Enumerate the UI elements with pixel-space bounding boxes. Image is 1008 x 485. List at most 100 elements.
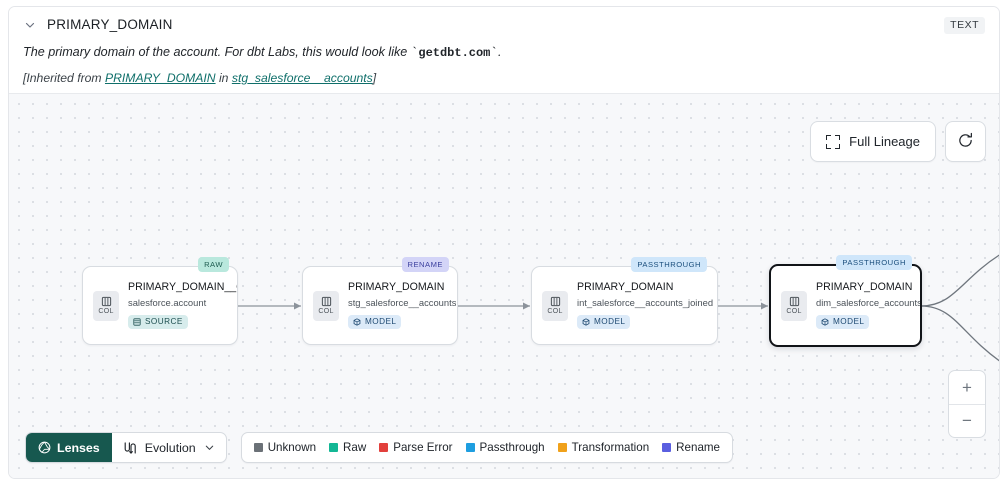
col-badge-label: COL xyxy=(318,308,334,315)
description-code: getdbt.com xyxy=(418,46,491,60)
node-1-column: PRIMARY_DOMAIN__C xyxy=(128,280,237,293)
cube-icon xyxy=(582,317,590,326)
inherited-middle: in xyxy=(215,71,232,85)
column-type-badge: TEXT xyxy=(944,17,985,34)
node-3-column: PRIMARY_DOMAIN xyxy=(577,280,674,293)
node-2-kind-label: MODEL xyxy=(365,316,397,326)
canvas-top-controls: Full Lineage xyxy=(810,121,986,162)
column-icon xyxy=(789,296,799,307)
lineage-canvas[interactable]: Full Lineage + − xyxy=(9,93,999,478)
expand-icon xyxy=(826,134,841,149)
node-4-body: PRIMARY_DOMAIN dim_salesforce_accounts M… xyxy=(807,281,920,331)
node-1-table: salesforce.account xyxy=(128,296,207,308)
legend-label: Transformation xyxy=(571,441,650,454)
legend-swatch xyxy=(662,443,672,452)
legend-swatch xyxy=(329,443,339,452)
lineage-edges xyxy=(238,254,999,362)
node-2-column: PRIMARY_DOMAIN xyxy=(348,280,445,293)
column-description: The primary domain of the account. For d… xyxy=(23,44,985,61)
col-badge-label: COL xyxy=(98,308,114,315)
page-title: PRIMARY_DOMAIN xyxy=(47,17,173,32)
node-1-kind: SOURCE xyxy=(128,314,188,329)
node-3-kind: MODEL xyxy=(577,314,631,329)
chevron-down-icon xyxy=(205,445,213,450)
legend-item-unknown: Unknown xyxy=(253,441,317,454)
node-4-column: PRIMARY_DOMAIN xyxy=(816,280,913,293)
inherited-from-line: [Inherited from PRIMARY_DOMAIN in stg_sa… xyxy=(23,71,985,86)
lineage-node-1[interactable]: RAW COL PRIMARY_DOMAIN__C salesforce.acc… xyxy=(82,257,238,345)
column-icon xyxy=(550,296,560,307)
aperture-icon xyxy=(38,441,51,454)
node-4-kind: MODEL xyxy=(816,314,870,329)
edge-out-bottom xyxy=(920,305,999,362)
lenses-segment: Lenses Evolution xyxy=(25,432,227,463)
column-header: PRIMARY_DOMAIN TEXT The primary domain o… xyxy=(9,7,999,93)
legend-label: Unknown xyxy=(267,441,317,454)
refresh-button[interactable] xyxy=(945,121,986,162)
lineage-graph: RAW COL PRIMARY_DOMAIN__C salesforce.acc… xyxy=(9,94,999,478)
cube-icon xyxy=(353,317,361,326)
evolution-dropdown[interactable]: Evolution xyxy=(112,433,226,462)
inherited-prefix: [Inherited from xyxy=(23,71,105,85)
node-3-kind-label: MODEL xyxy=(594,316,626,326)
node-2-kind: MODEL xyxy=(348,314,402,329)
node-1-body: PRIMARY_DOMAIN__C salesforce.account SOU… xyxy=(119,281,237,331)
lineage-legend: Unknown Raw Parse Error Passthrough Tran… xyxy=(240,432,733,463)
lenses-label: Lenses xyxy=(57,440,100,455)
lineage-node-4[interactable]: PASSTHROUGH COL PRIMARY_DOMAIN dim_sales… xyxy=(769,255,922,347)
description-text-end: . xyxy=(497,45,502,59)
legend-label: Parse Error xyxy=(393,441,453,454)
lineage-node-3[interactable]: PASSTHROUGH COL PRIMARY_DOMAIN int_sales… xyxy=(531,257,718,345)
column-icon xyxy=(321,296,331,307)
backtick-open: ` xyxy=(410,46,419,60)
full-lineage-label: Full Lineage xyxy=(849,134,920,149)
evolution-label: Evolution xyxy=(144,440,196,455)
node-2-tag: RENAME xyxy=(401,257,449,272)
node-2-body: PRIMARY_DOMAIN stg_salesforce__accounts … xyxy=(339,281,456,331)
col-badge: COL xyxy=(313,290,339,321)
zoom-in-button[interactable]: + xyxy=(962,377,972,397)
lenses-button[interactable]: Lenses xyxy=(26,433,112,462)
legend-item-parse-error: Parse Error xyxy=(379,441,453,454)
zoom-out-button[interactable]: − xyxy=(949,404,985,437)
database-icon xyxy=(133,317,141,326)
legend-item-rename: Rename xyxy=(662,441,720,454)
chevron-down-icon[interactable] xyxy=(23,18,37,32)
node-3-tag: PASSTHROUGH xyxy=(631,257,707,272)
inherited-model-link[interactable]: stg_salesforce__accounts xyxy=(231,71,373,85)
legend-swatch xyxy=(379,443,389,452)
node-3-table: int_salesforce__accounts_joined xyxy=(577,296,714,308)
evolution-icon xyxy=(124,441,136,454)
canvas-bottom-toolbar: Lenses Evolution Unknown xyxy=(25,432,733,463)
col-badge-label: COL xyxy=(786,308,802,315)
node-1-tag: RAW xyxy=(198,257,229,272)
zoom-controls: + − xyxy=(948,370,986,438)
legend-swatch xyxy=(253,443,263,452)
column-icon xyxy=(101,296,111,307)
description-text: The primary domain of the account. For d… xyxy=(23,45,411,59)
node-4-tag: PASSTHROUGH xyxy=(836,255,912,270)
full-lineage-button[interactable]: Full Lineage xyxy=(810,121,936,162)
col-badge-label: COL xyxy=(547,308,563,315)
legend-swatch xyxy=(465,443,475,452)
edge-out-top xyxy=(920,254,999,307)
col-badge: COL xyxy=(542,290,568,321)
node-4-table: dim_salesforce_accounts xyxy=(816,296,920,308)
node-2-table: stg_salesforce__accounts xyxy=(348,296,457,308)
legend-item-transformation: Transformation xyxy=(557,441,650,454)
legend-label: Rename xyxy=(676,441,720,454)
legend-swatch xyxy=(557,443,567,452)
col-badge: COL xyxy=(93,290,119,321)
inherited-suffix: ] xyxy=(372,71,377,85)
inherited-column-link[interactable]: PRIMARY_DOMAIN xyxy=(104,71,216,85)
legend-label: Raw xyxy=(343,441,367,454)
refresh-icon xyxy=(957,132,974,152)
cube-icon xyxy=(821,317,829,326)
title-row: PRIMARY_DOMAIN xyxy=(23,17,985,33)
backtick-close: ` xyxy=(490,46,498,60)
lineage-node-2[interactable]: RENAME COL PRIMARY_DOMAIN stg_salesforce… xyxy=(302,257,458,345)
node-1-kind-label: SOURCE xyxy=(145,316,183,326)
legend-item-raw: Raw xyxy=(329,441,366,454)
node-4-kind-label: MODEL xyxy=(833,316,865,326)
col-badge: COL xyxy=(781,290,807,321)
